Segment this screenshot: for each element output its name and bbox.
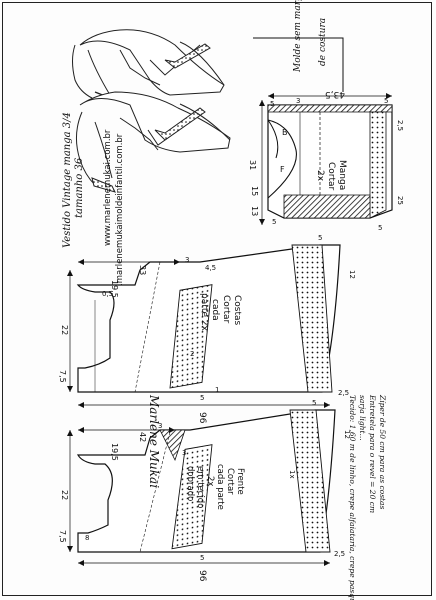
svg-text:13: 13 <box>250 206 259 216</box>
svg-text:12: 12 <box>348 270 356 279</box>
svg-text:96: 96 <box>197 570 207 582</box>
svg-text:F: F <box>280 165 285 174</box>
dress-illustration-back <box>72 29 225 99</box>
sleeve-note: Molde sem margem <box>293 0 303 73</box>
svg-text:25: 25 <box>396 196 404 205</box>
svg-text:5: 5 <box>270 100 274 108</box>
front-pattern <box>67 409 336 566</box>
svg-text:12: 12 <box>343 430 351 439</box>
front-label: Frente Cortar cada parte 2x em tecido do… <box>185 464 245 510</box>
front-label-1: Frente <box>235 468 245 495</box>
svg-text:5: 5 <box>384 97 388 105</box>
svg-text:5: 5 <box>312 399 316 407</box>
front-label-5: em tecido <box>195 466 205 508</box>
sleeve-label: Manga Cortar 2x <box>315 160 347 191</box>
sleeve-pattern <box>259 93 393 225</box>
front-label-6: dobrado <box>185 466 195 501</box>
sleeve-note-2: de costura <box>318 18 328 66</box>
svg-text:Marlene Mukai: Marlene Mukai <box>147 394 161 488</box>
svg-text:1x: 1x <box>288 470 296 479</box>
svg-text:7,5: 7,5 <box>58 530 67 543</box>
signature: Marlene Mukai <box>147 394 161 488</box>
svg-text:2,5: 2,5 <box>338 389 349 397</box>
title-line2: tamanho 36 <box>74 157 85 218</box>
svg-text:19,5: 19,5 <box>110 443 119 461</box>
svg-text:3: 3 <box>185 256 189 264</box>
svg-text:5: 5 <box>378 224 382 232</box>
sleeve-note-box <box>253 37 344 92</box>
website-2: www.marlenemukaimoldeinfantil.com.br <box>115 133 125 306</box>
svg-text:31: 31 <box>248 160 257 170</box>
svg-text:33: 33 <box>138 265 147 275</box>
sleeve-label-3: 2x <box>315 170 325 182</box>
svg-text:2,5: 2,5 <box>396 120 404 131</box>
back-pattern <box>67 244 341 408</box>
back-label: Costas Cortar cada parte 2x <box>199 293 242 332</box>
sheet-border <box>2 2 432 596</box>
svg-text:2: 2 <box>190 350 194 358</box>
front-label-3: cada parte <box>215 464 225 510</box>
front-label-2: Cortar <box>225 468 235 495</box>
websites-block: www.marlenemukai.com.br www.marlenemukai… <box>103 129 125 306</box>
svg-text:B: B <box>282 128 288 137</box>
svg-text:7,5: 7,5 <box>58 370 67 383</box>
back-label-1: Costas <box>232 295 242 326</box>
svg-text:5: 5 <box>272 218 276 226</box>
svg-text:1: 1 <box>215 386 219 394</box>
notes-line4: Zíper de 50 cm para as costas <box>378 394 387 510</box>
svg-text:42: 42 <box>138 432 147 442</box>
dress-illustration-front <box>76 91 231 193</box>
svg-text:8: 8 <box>85 534 89 542</box>
svg-text:Molde sem margem: Molde sem margem <box>293 0 303 73</box>
svg-text:3: 3 <box>296 97 300 105</box>
back-label-3: cada <box>210 299 220 321</box>
front-label-4: 2x <box>205 476 215 486</box>
svg-text:0,5: 0,5 <box>102 290 113 298</box>
svg-text:22: 22 <box>60 325 69 335</box>
svg-text:2,5: 2,5 <box>334 550 345 558</box>
sleeve-label-1: Manga <box>337 160 347 190</box>
sleeve-label-2: Cortar <box>326 162 336 191</box>
website-1: www.marlenemukai.com.br <box>103 129 113 246</box>
notes-line3: Entretela para o revel = 20 cm <box>368 394 377 513</box>
svg-text:3: 3 <box>182 449 186 457</box>
back-label-4: parte 2x <box>199 293 209 332</box>
title-block: Vestido Vintage manga 3/4 tamanho 36 <box>62 112 85 248</box>
svg-text:22: 22 <box>60 490 69 500</box>
sleeve-width: 43,5 <box>325 89 345 99</box>
svg-text:de costura: de costura <box>318 18 328 66</box>
svg-text:43,5: 43,5 <box>325 89 345 99</box>
svg-text:5: 5 <box>318 234 322 242</box>
svg-text:5: 5 <box>200 554 204 562</box>
notes-line1: Tecido: 1,60 m de linho, crepe alfaiatar… <box>348 395 357 600</box>
back-label-2: Cortar <box>221 295 231 324</box>
fabric-notes: Tecido: 1,60 m de linho, crepe alfaiatar… <box>348 394 387 600</box>
svg-text:3: 3 <box>158 422 162 430</box>
svg-text:4,5: 4,5 <box>205 264 216 272</box>
svg-text:15: 15 <box>250 186 259 196</box>
svg-text:19,5: 19,5 <box>110 280 119 298</box>
svg-text:5: 5 <box>200 394 204 402</box>
notes-line2: sarja light... <box>358 395 367 441</box>
title-line1: Vestido Vintage manga 3/4 <box>62 112 73 248</box>
svg-text:96: 96 <box>197 412 207 424</box>
